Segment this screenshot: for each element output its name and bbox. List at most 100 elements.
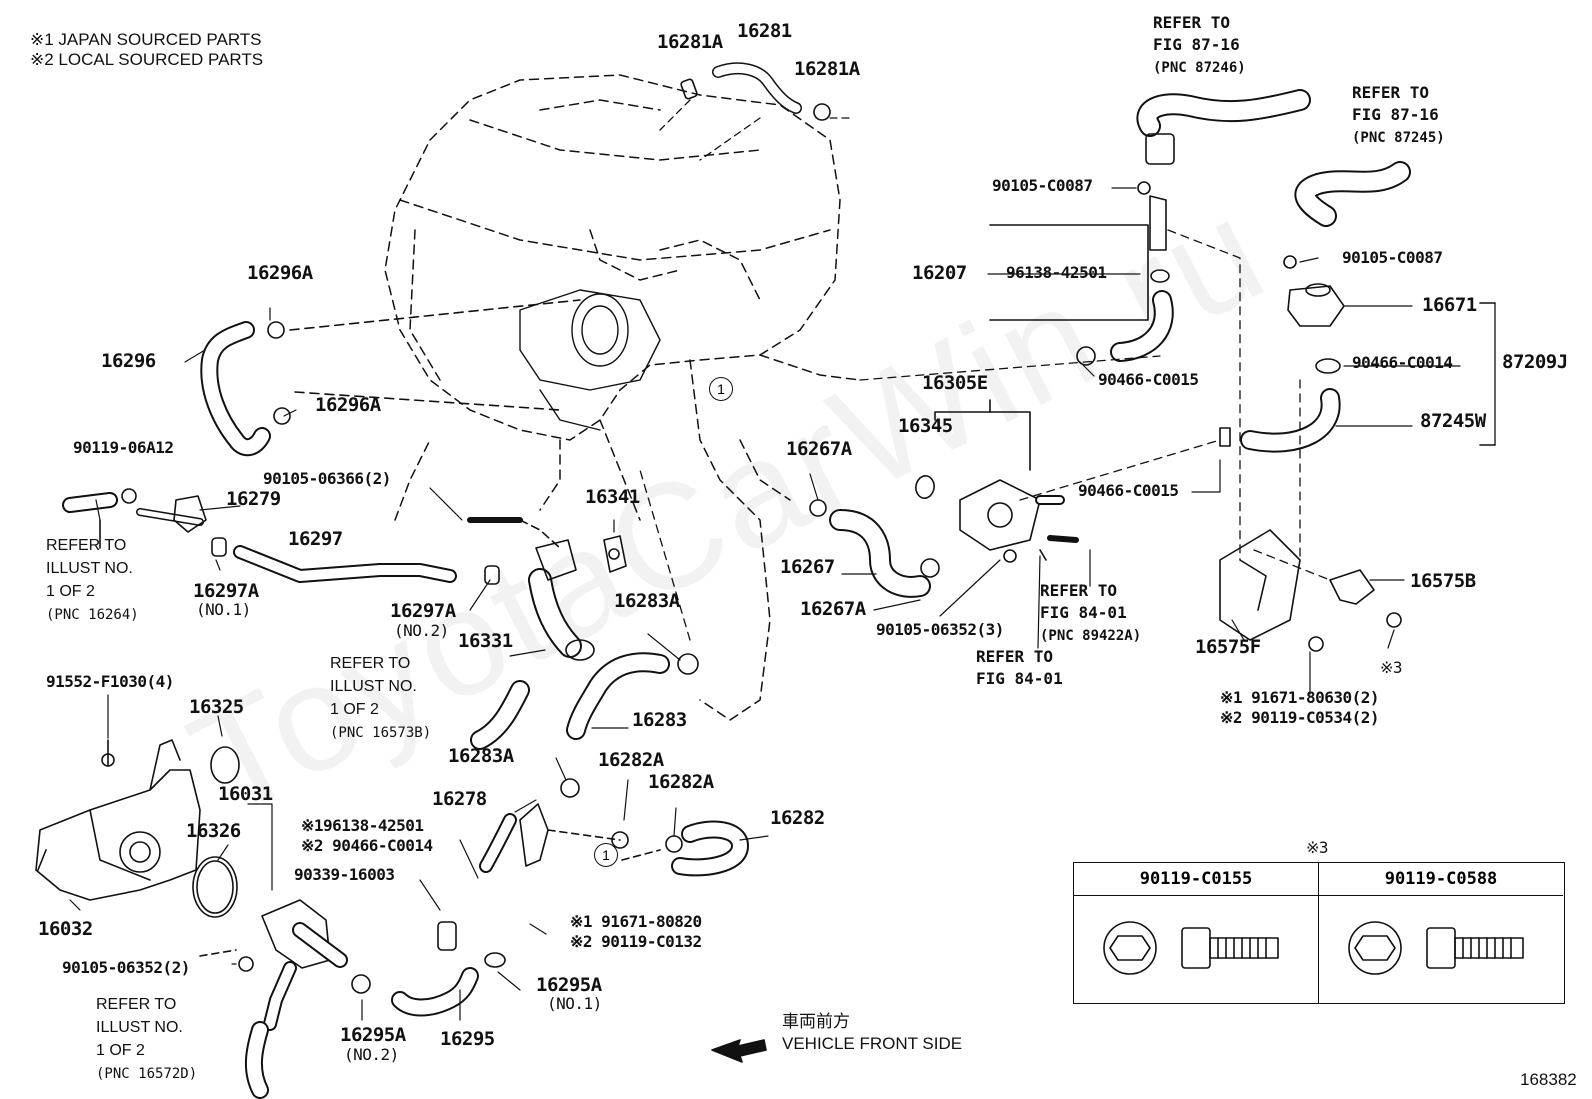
pipe-16297 xyxy=(211,537,500,585)
hose-87246 xyxy=(1136,89,1311,165)
bolt-table: 90119-C0155 90119-C0588 xyxy=(1073,862,1565,1004)
hose-16331 xyxy=(467,517,595,661)
part-label[interactable]: 16305E xyxy=(922,372,988,394)
part-label[interactable]: ※1 91671-80630(2) xyxy=(1220,688,1380,707)
part-label[interactable]: 16575B xyxy=(1410,570,1476,592)
hose-16282 xyxy=(611,820,749,877)
inlet-16031 xyxy=(199,899,348,1099)
part-label[interactable]: ※2 90466-C0014 xyxy=(301,836,433,855)
part-label-note: (NO.1) xyxy=(196,600,251,619)
part-label[interactable]: ※1 91671-80820 xyxy=(570,912,702,931)
part-label[interactable]: 16345 xyxy=(898,415,953,437)
table-col-1: 90119-C0155 xyxy=(1074,863,1318,896)
table-divider xyxy=(1318,863,1319,1003)
part-16207 xyxy=(989,181,1174,366)
part-label[interactable]: 16267A xyxy=(786,438,852,460)
part-label[interactable]: 16282A xyxy=(598,749,664,771)
hose-16296 xyxy=(200,299,581,457)
engine-block-outline xyxy=(384,74,861,721)
part-16279 xyxy=(62,488,207,549)
part-label[interactable]: 91552-F1030(4) xyxy=(46,672,174,691)
part-label[interactable]: 90105-06352(3) xyxy=(876,620,1004,639)
table-title: ※3 xyxy=(1306,838,1329,857)
part-label[interactable]: 16296A xyxy=(315,394,381,416)
part-label[interactable]: 16295A xyxy=(340,1024,406,1046)
gasket-16325 xyxy=(210,746,240,784)
part-16278 xyxy=(479,778,621,873)
callout-marker: 1 xyxy=(709,377,733,401)
part-label[interactable]: 90466-C0014 xyxy=(1352,353,1453,372)
part-label[interactable]: 16331 xyxy=(458,630,513,652)
part-label[interactable]: 16279 xyxy=(226,488,281,510)
part-label[interactable]: 16575F xyxy=(1195,636,1261,658)
part-label[interactable]: 16295A xyxy=(536,974,602,996)
part-label[interactable]: 16278 xyxy=(432,788,487,810)
part-label[interactable]: 87209J xyxy=(1502,351,1568,373)
refer-fig-84-01-b: REFER TO FIG 84-01 xyxy=(976,647,1063,688)
hose-16295 xyxy=(351,921,506,1017)
part-label[interactable]: 90339-16003 xyxy=(294,865,395,884)
table-col-2: 90119-C0588 xyxy=(1319,863,1563,896)
part-label[interactable]: 16283 xyxy=(632,709,687,731)
part-label[interactable]: 16295 xyxy=(440,1028,495,1050)
part-label[interactable]: 16297A xyxy=(193,580,259,602)
part-label[interactable]: 16207 xyxy=(912,262,967,284)
part-label[interactable]: ※2 90119-C0534(2) xyxy=(1220,708,1380,727)
part-label[interactable]: 16671 xyxy=(1422,294,1477,316)
part-label[interactable]: 16281A xyxy=(657,31,723,53)
hose-16283 xyxy=(470,652,699,750)
refer-illust-16572d: REFER TO ILLUST NO. 1 OF 2 (PNC 16572D) xyxy=(96,996,198,1082)
callout-marker: 1 xyxy=(594,843,618,867)
part-16305E xyxy=(915,399,1065,551)
part-label[interactable]: 90466-C0015 xyxy=(1078,481,1179,500)
part-label[interactable]: 16267 xyxy=(780,556,835,578)
gasket-16326 xyxy=(192,856,238,918)
part-label[interactable]: 16282 xyxy=(770,807,825,829)
part-label[interactable]: 90466-C0015 xyxy=(1098,370,1199,389)
front-direction-ja: 車両前方 xyxy=(782,1012,850,1031)
illustration-number: 168382 xyxy=(1520,1070,1577,1089)
refer-fig-87-16-a: REFER TO FIG 87-16 (PNC 87246) xyxy=(1153,13,1246,76)
part-label[interactable]: 96138-42501 xyxy=(1006,263,1107,282)
part-sensor xyxy=(1003,535,1079,563)
part-label-note: (NO.2) xyxy=(344,1045,399,1064)
part-label[interactable]: 90119-06A12 xyxy=(73,438,174,457)
part-label[interactable]: 16282A xyxy=(648,771,714,793)
part-label[interactable]: 16281 xyxy=(737,20,792,42)
gasket-16341 xyxy=(603,535,627,573)
part-label[interactable]: 16032 xyxy=(38,918,93,940)
table-bolt-1 xyxy=(1103,921,1279,975)
part-label[interactable]: ※196138-42501 xyxy=(301,816,424,835)
part-label[interactable]: 16296A xyxy=(247,262,313,284)
right-leaders xyxy=(639,229,1331,641)
part-label[interactable]: 16031 xyxy=(218,783,273,805)
refer-fig-87-16-b: REFER TO FIG 87-16 (PNC 87245) xyxy=(1352,83,1445,146)
refer-illust-16573b: REFER TO ILLUST NO. 1 OF 2 (PNC 16573B) xyxy=(330,655,432,741)
part-label[interactable]: 16281A xyxy=(794,58,860,80)
part-label[interactable]: 87245W xyxy=(1420,410,1486,432)
part-16575F xyxy=(1219,529,1402,652)
part-label[interactable]: 16267A xyxy=(800,598,866,620)
part-label[interactable]: 90105-06352(2) xyxy=(62,958,190,977)
part-label[interactable]: 16297 xyxy=(288,528,343,550)
part-label-note: ※3 xyxy=(1380,658,1403,677)
part-label[interactable]: 16296 xyxy=(101,350,156,372)
part-label[interactable]: 16283A xyxy=(614,590,680,612)
part-label[interactable]: ※2 90119-C0132 xyxy=(570,932,702,951)
part-label[interactable]: 16297A xyxy=(390,600,456,622)
part-label[interactable]: 90105-C0087 xyxy=(1342,248,1443,267)
water-pump-16032 xyxy=(35,739,201,901)
table-bolt-2 xyxy=(1348,921,1524,975)
label-leaders xyxy=(69,187,1461,1021)
part-label[interactable]: 90105-06366(2) xyxy=(263,469,391,488)
refer-fig-84-01-a: REFER TO FIG 84-01 (PNC 89422A) xyxy=(1040,581,1142,644)
part-label[interactable]: 16325 xyxy=(189,696,244,718)
part-label[interactable]: 90105-C0087 xyxy=(992,176,1093,195)
part-label[interactable]: 16326 xyxy=(186,820,241,842)
part-label[interactable]: 16341 xyxy=(585,486,640,508)
engine-detail xyxy=(519,289,661,431)
part-label-note: (NO.2) xyxy=(394,621,449,640)
part-label[interactable]: 16283A xyxy=(448,745,514,767)
